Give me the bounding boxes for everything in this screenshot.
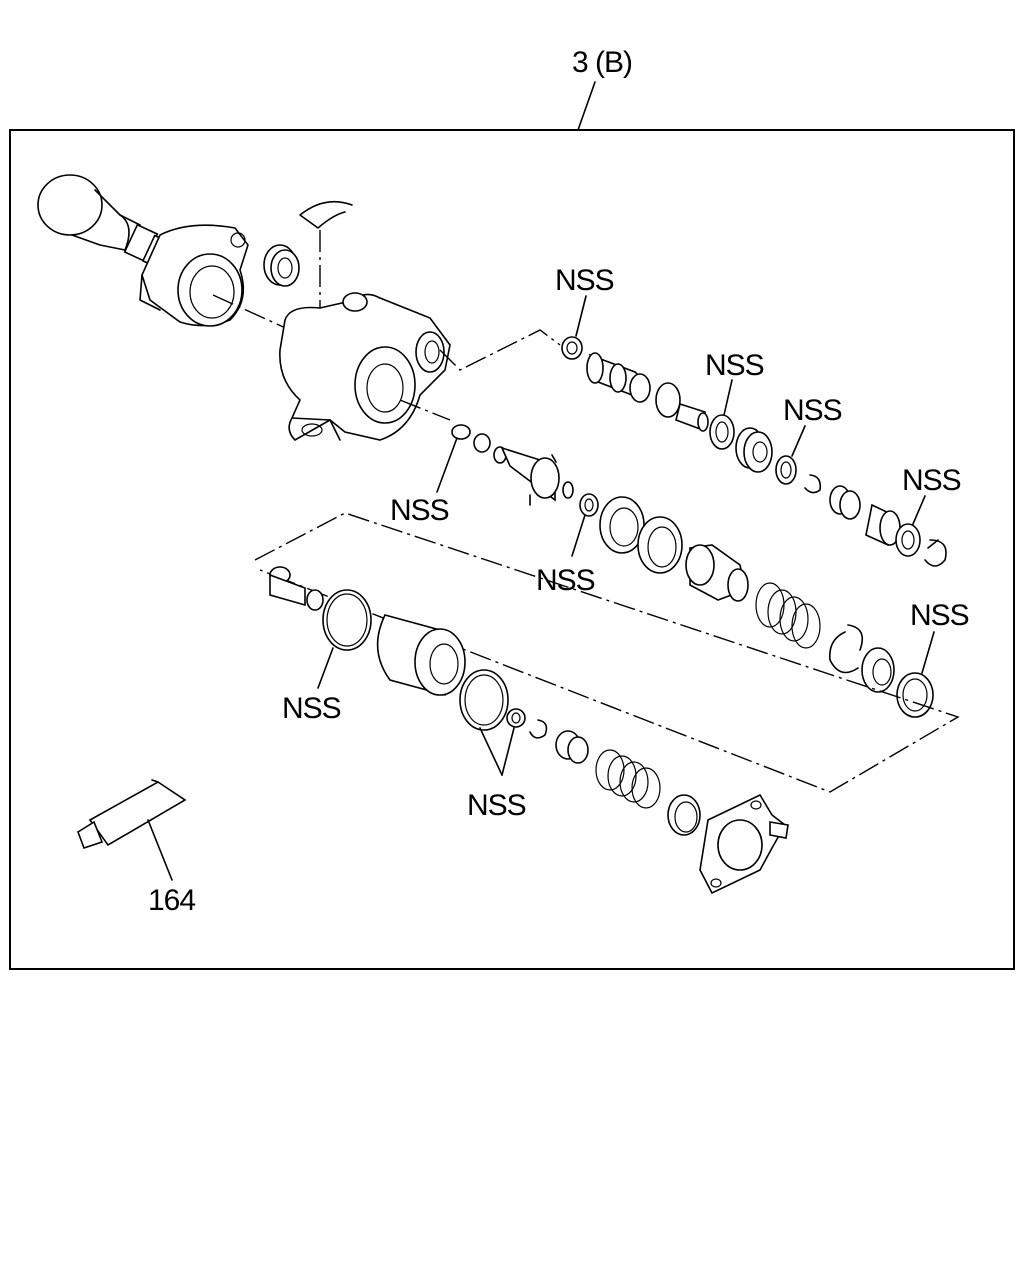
nss-leader-2 [723,379,733,416]
nss-leader-9a [479,727,503,776]
snap-ring-middle [828,624,864,674]
nss-label-4: NSS [902,464,961,497]
nss-leader-8 [317,647,334,689]
o-ring-lower-1 [322,589,372,651]
nss-leader-3 [791,425,806,457]
axis-line-1 [212,294,291,331]
backup-ring [637,516,683,574]
threaded-bushing [735,427,773,473]
gasket-lower [667,794,701,836]
part-label-164: 164 [148,884,195,917]
nss-leader-9b [501,727,515,776]
lower-spring [595,749,661,809]
cylinder-sleeve [376,614,466,696]
end-plug [865,503,901,547]
snap-ring-lower [529,719,548,739]
plunger [269,566,324,611]
nss-label-3: NSS [783,394,842,427]
o-ring-middle-2 [579,493,599,517]
snap-ring-upper-2 [924,539,947,567]
nss-label-1: NSS [555,264,614,297]
spring-seat [861,647,895,693]
retaining-clip [299,200,353,229]
part-leader-164 [147,819,173,881]
nss-label-8: NSS [282,692,341,725]
nss-label-6: NSS [536,564,595,597]
nss-leader-6 [571,514,586,557]
valve-shaft [493,446,574,506]
washer-upper-2 [775,455,797,485]
valve-piston [655,382,709,432]
shift-housing-cover [139,224,249,327]
small-spring-seat [555,730,589,764]
nss-leader-1 [575,295,587,337]
nss-leader-4 [912,495,926,525]
spool-valve [586,352,651,403]
nss-leader-7 [921,631,935,674]
assembly-label: 3 (B) [572,46,632,79]
end-cover [699,793,789,895]
main-valve-housing [279,292,451,441]
axis-line-lower [254,512,960,793]
axis-line-3 [399,399,451,421]
nss-label-9: NSS [467,789,526,822]
snap-ring-upper-1 [804,474,822,494]
small-sleeve [829,485,861,520]
washer-upper-1 [709,414,735,450]
o-ring-middle-1 [451,424,471,440]
washer-middle-1 [473,433,491,453]
o-ring-lower-2 [459,669,509,731]
nss-leader-5 [436,437,458,493]
axis-line-4 [439,329,561,371]
nss-label-7: NSS [910,599,969,632]
o-ring-lower-3 [506,708,526,728]
relay-piston [685,544,749,602]
bushing [263,244,300,287]
diagram-frame [9,129,1015,970]
nss-label-2: NSS [705,349,764,382]
grease-tube [77,779,187,850]
washer-upper-3 [895,523,921,557]
large-spring [755,582,821,649]
nss-label-5: NSS [390,494,449,527]
assembly-leader [577,81,596,131]
o-ring-upper-1 [561,336,583,360]
